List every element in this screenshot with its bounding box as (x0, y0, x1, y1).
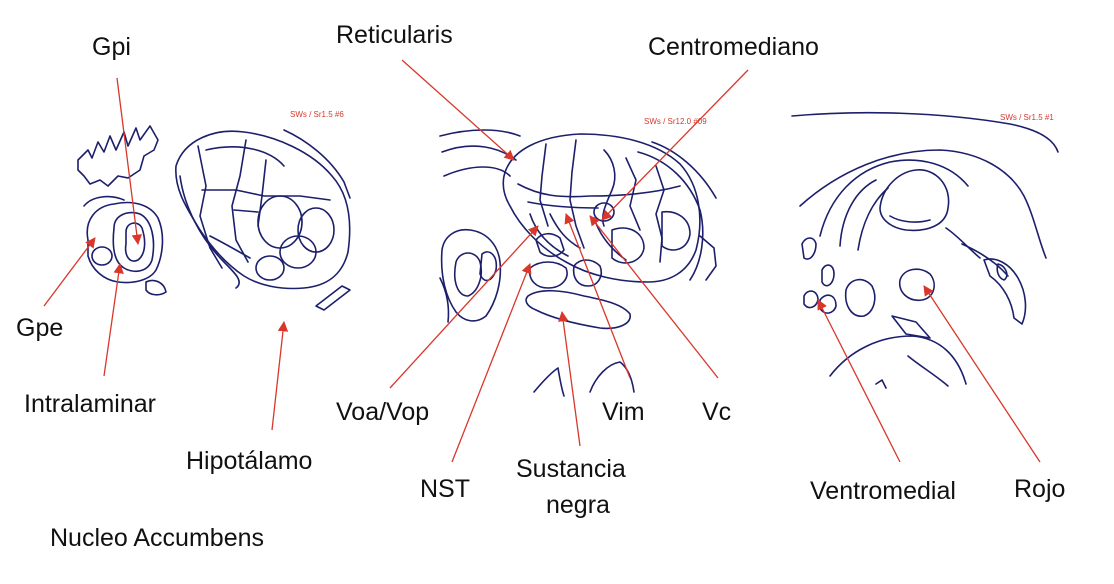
label-gpi: Gpi (92, 33, 131, 61)
right-panel-stamp: SWs / Sr1.5 #1 (1000, 113, 1054, 122)
arrow-nst (451, 263, 532, 463)
structure-labels: Gpi Reticularis Centromediano Gpe Intral… (16, 21, 1065, 552)
label-sustancia-line1: Sustancia (516, 455, 626, 483)
middle-panel-stamp: SWs / Sr12.0 #09 (644, 117, 707, 126)
arrow-rojo (923, 285, 1041, 463)
arrow-vc (589, 215, 719, 379)
arrow-reticularis (401, 59, 515, 161)
label-rojo: Rojo (1014, 475, 1065, 503)
arrow-sustancia-negra (558, 310, 581, 447)
label-gpe: Gpe (16, 314, 63, 342)
arrow-voa-vop (389, 225, 539, 389)
arrow-gpi (116, 77, 142, 246)
label-hipotalamo: Hipotálamo (186, 447, 312, 475)
label-voa-vop: Voa/Vop (336, 398, 429, 426)
left-section-outlines: SWs / Sr1.5 #6 (77, 110, 351, 311)
arrow-vim (564, 213, 631, 379)
arrow-gpe (43, 237, 96, 307)
label-ventromedial: Ventromedial (810, 477, 956, 505)
right-section-outlines: SWs / Sr1.5 #1 (791, 111, 1059, 389)
arrow-intralaminar (103, 262, 124, 377)
arrow-centromediano (601, 69, 749, 221)
arrow-hipotalamo (271, 320, 289, 431)
pointer-arrows (43, 59, 1041, 463)
label-vc: Vc (702, 398, 731, 426)
left-panel-stamp: SWs / Sr1.5 #6 (290, 110, 344, 119)
label-sustancia-line2: negra (546, 491, 610, 519)
label-vim: Vim (602, 398, 645, 426)
label-nst: NST (420, 475, 470, 503)
label-nucleo-accumbens: Nucleo Accumbens (50, 524, 264, 552)
label-intralaminar: Intralaminar (24, 390, 156, 418)
arrow-ventromedial (817, 299, 901, 463)
label-centromediano: Centromediano (648, 33, 819, 61)
label-reticularis: Reticularis (336, 21, 453, 49)
middle-section-outlines: SWs / Sr12.0 #09 (439, 117, 717, 397)
